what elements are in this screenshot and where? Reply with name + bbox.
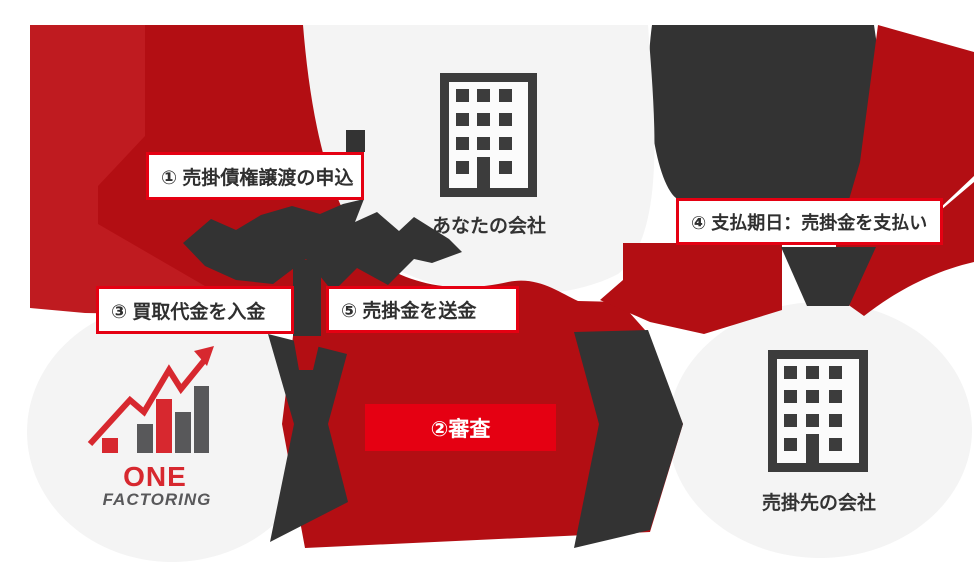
step3-label: ③ 買取代金を入金 [96, 286, 294, 334]
dark-connector-bar [293, 260, 321, 336]
red-connector-tip [293, 336, 321, 370]
client-company-label: 売掛先の会社 [761, 493, 876, 514]
step4-label: ④ 支払期日：売掛金を支払い [676, 198, 943, 245]
red-arrow-topright-band [836, 25, 974, 244]
dark-chevron-right [574, 330, 683, 548]
dark-arrow-topright [648, 25, 913, 198]
growth-chart-icon [87, 346, 214, 453]
dark-diamond [781, 247, 876, 306]
your-company-label: あなたの会社 [431, 216, 546, 237]
dark-arrow-tail [346, 130, 365, 152]
step1-label: ① 売掛債権譲渡の申込 [146, 152, 364, 200]
step5-label: ⑤ 売掛金を送金 [326, 286, 519, 333]
step2-screening-label: ②審査 [365, 404, 556, 451]
dark-zigzag-arrow [183, 199, 462, 292]
red-wing-left [600, 243, 782, 334]
one-factoring-logo: ONE FACTORING [87, 346, 214, 509]
arrowhead [194, 346, 214, 366]
dark-chevron-left [268, 334, 348, 542]
logo-text-factoring: FACTORING [103, 490, 212, 509]
client-company-building-icon [768, 350, 868, 472]
logo-text-one: ONE [123, 461, 187, 492]
your-company-building-icon [440, 73, 537, 197]
